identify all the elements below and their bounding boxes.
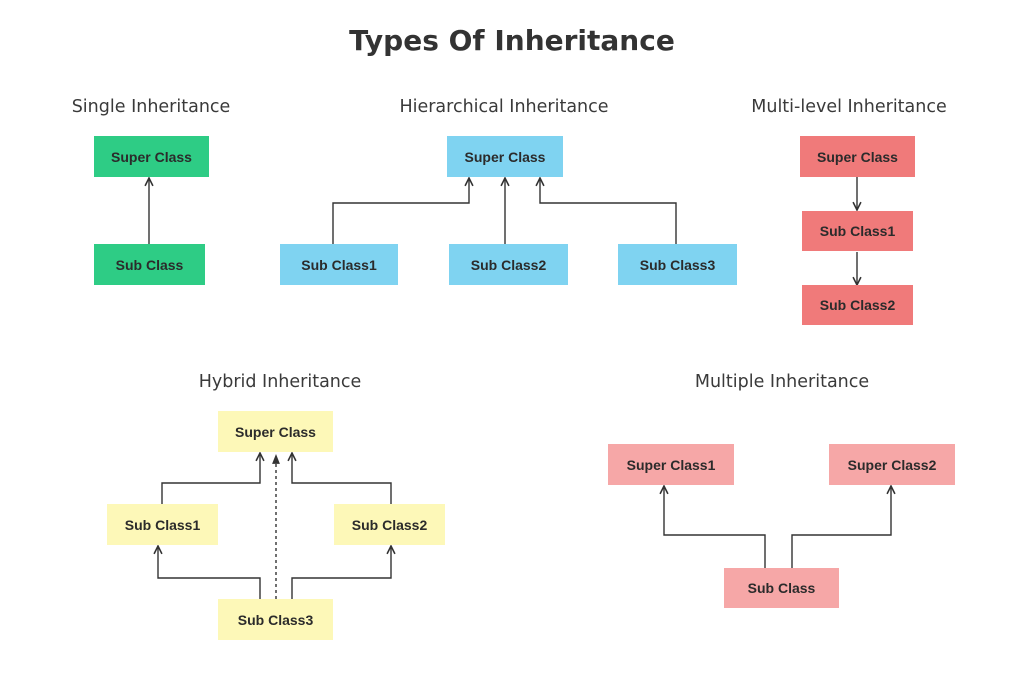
single-sub-class-box: Sub Class (94, 244, 205, 285)
hybrid-link-2 (292, 453, 392, 504)
hybrid-sub-class3-box: Sub Class3 (218, 599, 333, 640)
multiple-link-1 (664, 486, 766, 568)
single-heading: Single Inheritance (71, 97, 231, 117)
hier-link-3 (540, 178, 677, 244)
hybrid-link-1 (161, 453, 260, 504)
multiple-sub-class-box: Sub Class (724, 568, 839, 608)
single-super-class-box: Super Class (94, 136, 209, 177)
hybrid-sub-class2-box: Sub Class2 (334, 504, 445, 545)
multilevel-heading: Multi-level Inheritance (751, 97, 947, 117)
hierarchical-sub-class1-box: Sub Class1 (280, 244, 398, 285)
multilevel-sub-class1-box: Sub Class1 (802, 211, 913, 251)
hybrid-sub-class1-box: Sub Class1 (107, 504, 218, 545)
multilevel-super-class-box: Super Class (800, 136, 915, 177)
hierarchical-super-class-box: Super Class (447, 136, 563, 177)
hybrid-super-class-box: Super Class (218, 411, 333, 452)
page-title: Types Of Inheritance (349, 24, 675, 57)
multiple-heading: Multiple Inheritance (694, 372, 870, 392)
multilevel-sub-class2-box: Sub Class2 (802, 285, 913, 325)
hybrid-link-3 (158, 546, 261, 599)
multiple-super-class1-box: Super Class1 (608, 444, 734, 485)
hierarchical-sub-class2-box: Sub Class2 (449, 244, 568, 285)
hybrid-link-4 (291, 546, 391, 599)
hybrid-heading: Hybrid Inheritance (198, 372, 362, 392)
hier-link-1 (332, 178, 469, 244)
multiple-super-class2-box: Super Class2 (829, 444, 955, 485)
multiple-link-2 (791, 486, 891, 568)
hierarchical-sub-class3-box: Sub Class3 (618, 244, 737, 285)
hierarchical-heading: Hierarchical Inheritance (399, 97, 609, 117)
